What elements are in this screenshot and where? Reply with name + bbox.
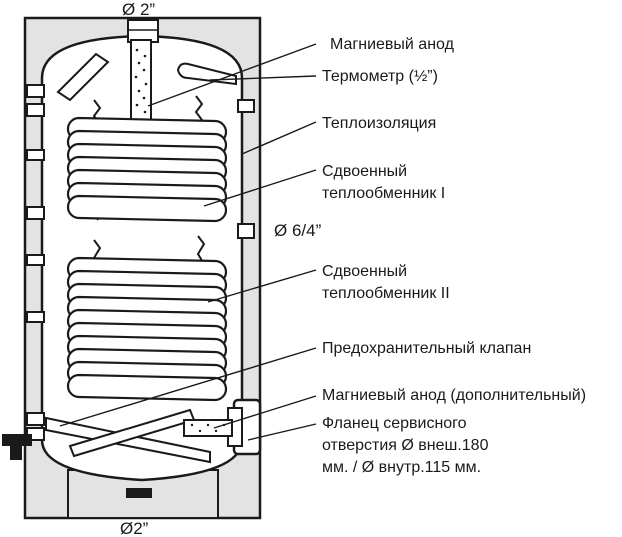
heat-exchanger-1-coil — [66, 116, 228, 223]
label-heat-exchanger-2: Сдвоенный теплообменник II — [322, 263, 450, 302]
label-service-flange: Фланец сервисного отверстия Ø внеш.180 м… — [322, 415, 493, 476]
bottom-pipe-dimension: Ø2” — [120, 519, 149, 537]
heat-exchanger-2-coil — [66, 256, 228, 402]
right-connections — [237, 99, 255, 239]
top-pipe — [127, 19, 159, 43]
label-safety-valve: Предохранительный клапан — [322, 340, 531, 357]
coil-turn — [66, 194, 228, 223]
coil-turn — [66, 373, 228, 402]
label-insulation: Теплоизоляция — [322, 115, 436, 132]
label-heat-exchanger-1: Сдвоенный теплообменник I — [322, 163, 445, 202]
top-pipe-dimension: Ø 2” — [122, 0, 155, 19]
left-connections — [26, 84, 45, 441]
leader-lines — [59, 43, 317, 441]
dip-tube — [56, 52, 110, 102]
label-thermometer: Термометр (½”) — [322, 68, 438, 85]
label-magnesium-anode: Магниевый анод — [330, 36, 455, 53]
bottom-pipe — [126, 488, 152, 498]
extra-anode-rod — [183, 419, 233, 437]
magnesium-anode-rod — [130, 39, 152, 121]
drain-valve-icon — [2, 434, 32, 460]
label-magnesium-anode-extra: Магниевый анод (дополнительный) — [322, 387, 586, 404]
side-pipe-dimension: Ø 6/4” — [274, 221, 322, 240]
